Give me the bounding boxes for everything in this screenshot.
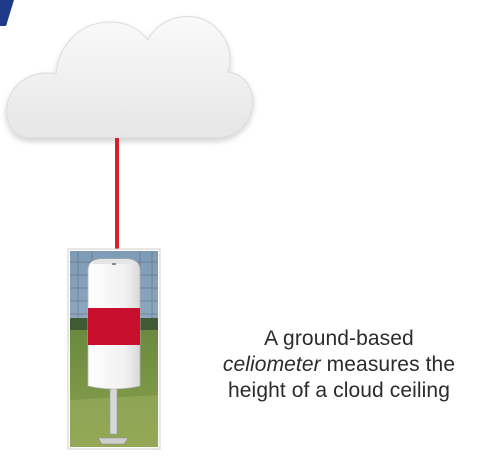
caption-line-2: celiometer measures the — [180, 352, 498, 378]
caption-line-2-rest: measures the — [320, 353, 456, 376]
caption-text: A ground-based celiometer measures the h… — [180, 326, 498, 404]
caption-term: celiometer — [222, 353, 321, 376]
celiometer-photo — [67, 248, 161, 450]
caption-line-3: height of a cloud ceiling — [228, 379, 450, 402]
corner-logo-fragment — [0, 0, 14, 26]
caption-line-1: A ground-based — [264, 327, 414, 350]
cloud-icon — [6, 16, 254, 139]
